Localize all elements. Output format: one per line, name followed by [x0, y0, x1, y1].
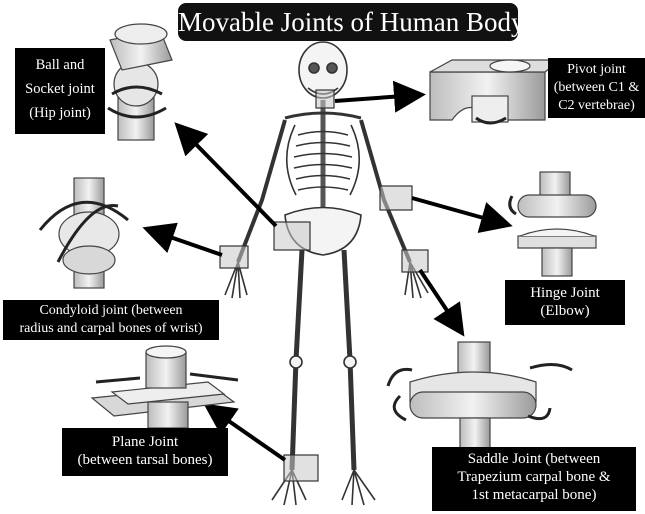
ball-socket-label-line1: Ball and [15, 53, 105, 77]
plane-label: Plane Joint (between tarsal bones) [62, 428, 228, 476]
ball-socket-label-line3: (Hip joint) [15, 101, 105, 125]
plane-joint-icon [92, 346, 238, 428]
condyloid-label-line1: Condyloid joint (between [3, 302, 219, 320]
ball-socket-label: Ball and Socket joint (Hip joint) [15, 48, 105, 134]
saddle-joint-icon [388, 342, 572, 448]
condyloid-joint-icon [40, 178, 128, 288]
tarsal-joint-marker [284, 455, 318, 481]
hinge-label-line1: Hinge Joint [505, 284, 625, 302]
skeleton-figure [225, 42, 428, 505]
hip-joint-marker [274, 222, 310, 250]
pivot-joint-icon [430, 60, 560, 123]
saddle-arrow [420, 270, 460, 330]
ball-socket-label-line2: Socket joint [15, 77, 105, 101]
pivot-label-line1: Pivot joint [548, 61, 645, 79]
hinge-label: Hinge Joint (Elbow) [505, 280, 625, 325]
wrist-joint-marker [220, 246, 248, 268]
pivot-label-line2: (between C1 & [548, 79, 645, 97]
pivot-arrow [335, 95, 418, 101]
elbow-joint-marker [380, 186, 412, 210]
pivot-joint-marker [316, 90, 334, 108]
saddle-label-line3: 1st metacarpal bone) [432, 486, 636, 504]
plane-label-line2: (between tarsal bones) [62, 451, 228, 469]
pivot-label-line3: C2 vertebrae) [548, 97, 645, 115]
condyloid-arrow [150, 230, 222, 255]
saddle-joint-marker [402, 250, 428, 272]
hinge-joint-icon [510, 172, 596, 276]
ball-arrow [180, 128, 276, 226]
saddle-label-line1: Saddle Joint (between [432, 450, 636, 468]
saddle-label-line2: Trapezium carpal bone & [432, 468, 636, 486]
condyloid-label: Condyloid joint (between radius and carp… [3, 300, 219, 340]
plane-label-line1: Plane Joint [62, 433, 228, 451]
ball-socket-joint-icon [108, 24, 172, 140]
pivot-label: Pivot joint (between C1 & C2 vertebrae) [548, 58, 645, 118]
hinge-arrow [412, 198, 505, 224]
hinge-label-line2: (Elbow) [505, 302, 625, 320]
condyloid-label-line2: radius and carpal bones of wrist) [3, 320, 219, 338]
saddle-label: Saddle Joint (between Trapezium carpal b… [432, 447, 636, 511]
